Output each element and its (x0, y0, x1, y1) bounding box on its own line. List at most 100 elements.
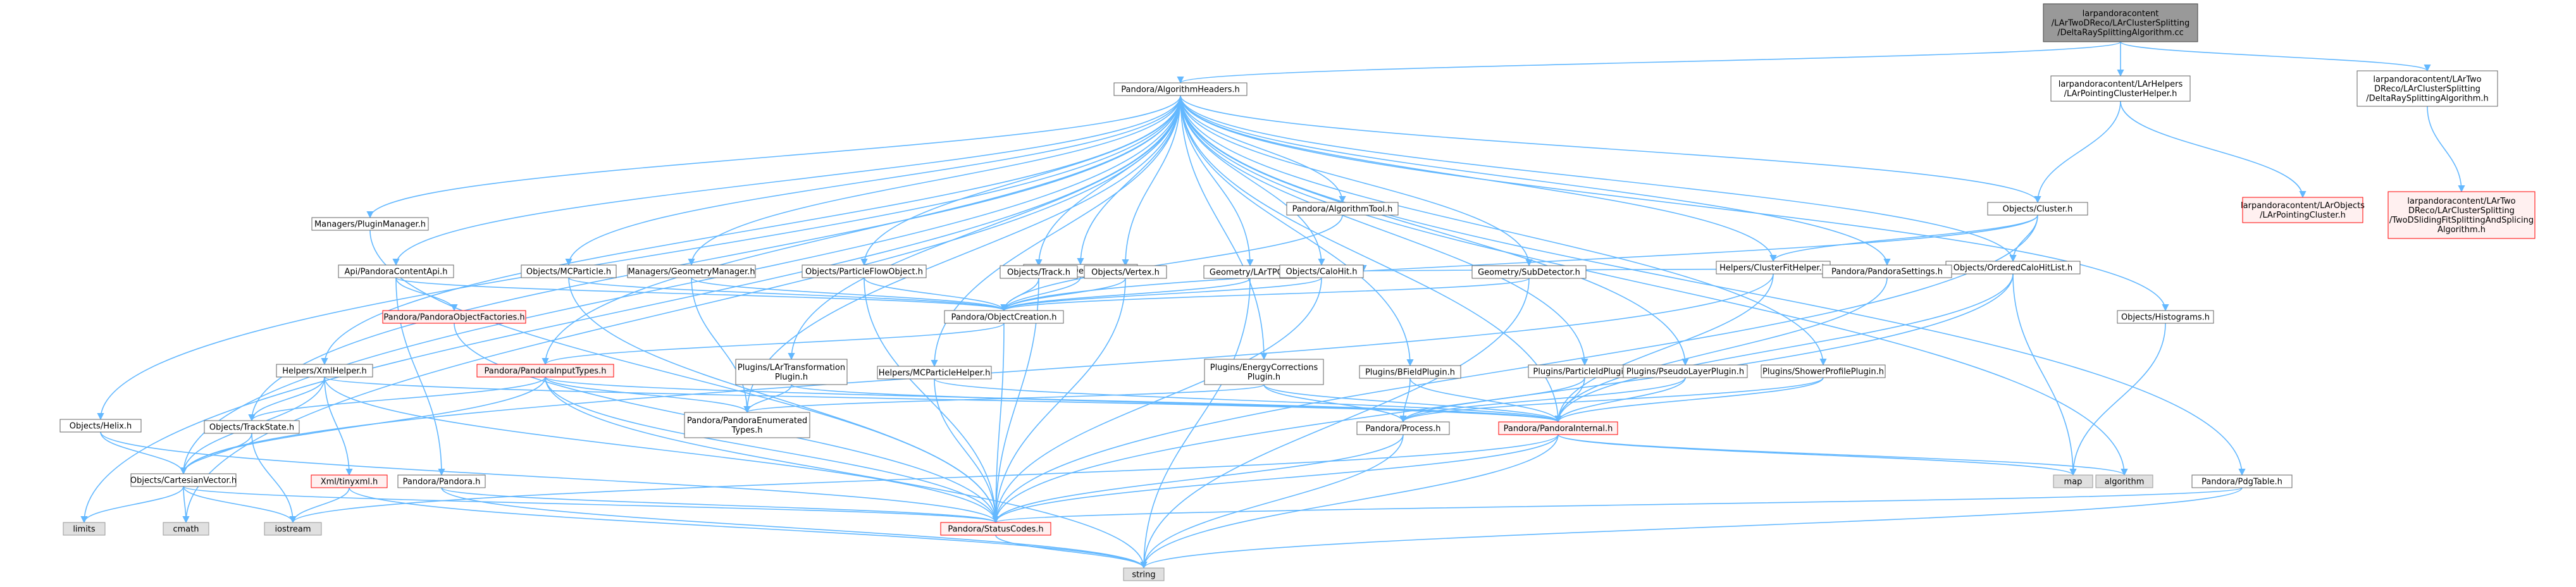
edge-energycorr-to-process (1263, 384, 1407, 423)
node-geomgr[interactable]: Managers/GeometryManager.h (627, 264, 756, 278)
node-box-cluster (1987, 202, 2088, 216)
node-twod[interactable]: larpandoracontent/LArTwoDReco/LArCluster… (2387, 191, 2536, 239)
edge-mcparticle-to-objcreate (568, 277, 1008, 312)
node-plugmgr[interactable]: Managers/PluginManager.h (311, 217, 429, 231)
edge-statuscodes-to-string (995, 534, 1148, 569)
node-pdgtable[interactable]: Pandora/PdgTable.h (2191, 474, 2293, 488)
node-map[interactable]: map (2053, 474, 2093, 488)
node-track[interactable]: Objects/Track.h (1000, 265, 1078, 279)
node-string[interactable]: string (1123, 567, 1165, 581)
node-iostream[interactable]: iostream (264, 522, 322, 536)
node-box-mcphelper (877, 366, 992, 380)
node-mcphelper[interactable]: Helpers/MCParticleHelper.h (877, 366, 992, 380)
edge-algheaders-to-detgap (1077, 95, 1181, 266)
node-algheaders[interactable]: Pandora/AlgorithmHeaders.h (1113, 82, 1248, 96)
edge-contentapi-to-pandora (395, 277, 445, 476)
node-algtool[interactable]: Pandora/AlgorithmTool.h (1286, 202, 1399, 216)
node-algorithm[interactable]: algorithm (2095, 474, 2153, 488)
node-bfield[interactable]: Plugins/BFieldPlugin.h (1359, 365, 1461, 379)
node-box-string (1123, 567, 1165, 581)
edge-algheaders-to-algtool (1180, 95, 1346, 204)
node-subdet[interactable]: Geometry/SubDetector.h (1471, 265, 1587, 279)
node-vertex[interactable]: Objects/Vertex.h (1084, 265, 1167, 279)
edge-inputtypes-to-cartesian (180, 376, 546, 475)
node-helix[interactable]: Objects/Helix.h (59, 419, 142, 433)
node-label-helix-0: Objects/Helix.h (70, 422, 132, 431)
node-contentapi[interactable]: Api/PandoraContentApi.h (338, 264, 454, 278)
node-box-settings (1822, 264, 1952, 278)
node-root[interactable]: larpandoracontent/LArTwoDReco/LArCluster… (2043, 3, 2198, 42)
node-limits[interactable]: limits (63, 522, 106, 536)
node-calohit[interactable]: Objects/CaloHit.h (1279, 264, 1364, 278)
edge-algheaders-to-histograms (1180, 95, 2169, 312)
node-objfact[interactable]: Pandora/PandoraObjectFactories.h (382, 310, 526, 324)
node-box-process (1356, 421, 1450, 435)
edge-objcreate-to-statuscodes (992, 323, 1005, 524)
node-trackstate[interactable]: Objects/TrackState.h (204, 420, 300, 434)
edge-bfield-to-process (1399, 378, 1411, 423)
edge-algheaders-to-pidplug (1180, 95, 1588, 366)
node-label-energycorr-0: Plugins/EnergyCorrections (1210, 363, 1318, 373)
node-box-internal (1498, 421, 1618, 435)
node-pidplug[interactable]: Plugins/ParticleIdPlugin.h (1528, 364, 1642, 378)
edge-cartesian-to-limits (80, 486, 184, 524)
node-box-statuscodes (940, 522, 1051, 536)
edge-root-to-algheaders (1177, 41, 2121, 84)
node-label-pcluster-0: larpandoracontent/LArHelpers (2059, 80, 2183, 89)
edge-internal-to-algorithm (1557, 434, 2128, 476)
node-clfit[interactable]: Helpers/ClusterFitHelper.h (1716, 261, 1831, 275)
node-pcluster[interactable]: larpandoracontent/LArHelpers/LArPointing… (2050, 75, 2191, 102)
node-objcreate[interactable]: Pandora/ObjectCreation.h (944, 310, 1064, 324)
node-statuscodes[interactable]: Pandora/StatusCodes.h (940, 522, 1051, 536)
edge-calohit-to-objcreate (1000, 277, 1322, 312)
edge-inputtypes-to-statuscodes (545, 376, 1000, 524)
node-ochl[interactable]: Objects/OrderedCaloHitList.h (1945, 261, 2081, 275)
node-label-root-2: /DeltaRaySplittingAlgorithm.cc (2057, 28, 2184, 38)
edge-bfield-to-internal (1409, 378, 1562, 423)
node-xml[interactable]: Helpers/XmlHelper.h (276, 364, 373, 378)
node-tinyxml[interactable]: Xml/tinyxml.h (311, 474, 388, 488)
node-pandora[interactable]: Pandora/Pandora.h (397, 474, 486, 488)
node-label-clfit-0: Helpers/ClusterFitHelper.h (1719, 264, 1827, 273)
node-pfo[interactable]: Objects/ParticleFlowObject.h (802, 264, 927, 278)
node-label-bfield-0: Plugins/BFieldPlugin.h (1365, 368, 1455, 378)
node-internal[interactable]: Pandora/PandoraInternal.h (1498, 421, 1618, 435)
node-label-drsplit-0: larpandoracontent/LArTwo (2373, 75, 2481, 85)
edge-algheaders-to-energycorr (1180, 95, 1268, 361)
node-pseudolayer[interactable]: Plugins/PseudoLayerPlugin.h (1623, 364, 1748, 378)
edge-tinyxml-to-iostream (289, 487, 350, 524)
node-label-contentapi-0: Api/PandoraContentApi.h (345, 268, 448, 277)
node-label-lartrans-1: Plugin.h (775, 373, 808, 382)
edge-inputtypes-to-trackstate (248, 376, 546, 422)
edge-energycorr-to-enumtypes (743, 384, 1265, 414)
node-cartesian[interactable]: Objects/CartesianVector.h (130, 473, 237, 487)
node-box-pdgtable (2191, 474, 2293, 488)
node-box-twod (2387, 191, 2536, 239)
node-showerprof[interactable]: Plugins/ShowerProfilePlugin.h (1761, 364, 1886, 378)
node-label-algorithm-0: algorithm (2105, 478, 2145, 487)
node-inputtypes[interactable]: Pandora/PandoraInputTypes.h (476, 364, 614, 378)
edge-pcluster-to-cluster (2034, 101, 2121, 204)
edge-algheaders-to-mcparticle (565, 95, 1181, 266)
edge-algheaders-to-calohit (1180, 95, 1325, 266)
node-process[interactable]: Pandora/Process.h (1356, 421, 1450, 435)
node-label-cluster-0: Objects/Cluster.h (2003, 205, 2073, 214)
node-histograms[interactable]: Objects/Histograms.h (2117, 310, 2214, 324)
edge-internal-to-string (1140, 434, 1559, 569)
node-settings[interactable]: Pandora/PandoraSettings.h (1822, 264, 1952, 278)
node-box-pseudolayer (1623, 364, 1748, 378)
node-label-showerprof-0: Plugins/ShowerProfilePlugin.h (1762, 368, 1884, 377)
node-lartpc[interactable]: Geometry/LArTPC.h (1203, 265, 1297, 279)
edge-pdgtable-to-string (1140, 487, 2243, 569)
node-cmath[interactable]: cmath (163, 522, 209, 536)
node-drsplit[interactable]: larpandoracontent/LArTwoDReco/LArCluster… (2356, 70, 2498, 107)
edge-mcparticle-to-statuscodes (568, 277, 1000, 524)
edge-algheaders-to-internal (1180, 95, 1562, 423)
node-box-algheaders (1113, 82, 1248, 96)
node-lapc[interactable]: larpandoracontent/LArObjects/LArPointing… (2241, 197, 2365, 223)
node-mcparticle[interactable]: Objects/MCParticle.h (521, 264, 617, 278)
node-cluster[interactable]: Objects/Cluster.h (1987, 202, 2088, 216)
